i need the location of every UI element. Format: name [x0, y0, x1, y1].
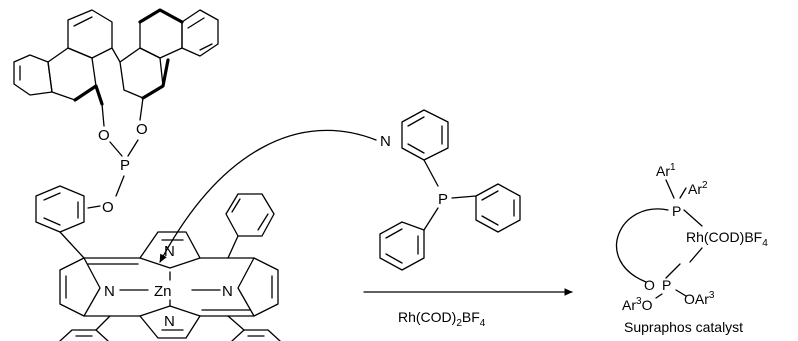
product-caption: Supraphos catalyst — [624, 319, 743, 335]
p-binol: P — [120, 157, 130, 174]
rh-complex-label: Rh(COD)BF4 — [686, 229, 768, 249]
p-phosphine: P — [438, 191, 448, 208]
oar3-label: OAr3 — [684, 290, 715, 307]
p-ligand: P — [672, 203, 681, 219]
o-phenoxy: O — [102, 199, 114, 216]
n-pyridine: N — [380, 133, 391, 150]
meso-phenyl-bottom-left — [59, 315, 111, 341]
meso-phenyl-bottom-right — [227, 315, 281, 341]
coordination-arrow — [159, 129, 377, 263]
zn-center: Zn — [154, 283, 172, 300]
n-top: N — [164, 243, 175, 260]
o-left: O — [98, 127, 110, 144]
ar2-label: Ar2 — [688, 180, 708, 197]
n-left: N — [104, 283, 115, 300]
reagent-label: Rh(COD)2BF4 — [398, 309, 486, 329]
p-phosphite: P — [662, 277, 671, 293]
porphyrin-core — [59, 231, 279, 339]
phenoxy-ring — [35, 185, 85, 259]
ar1-label: Ar1 — [656, 162, 676, 179]
phenyl-right — [475, 183, 521, 233]
o-right: O — [136, 121, 148, 138]
o-phosphite: O — [644, 277, 655, 293]
phenyl-bottom — [379, 221, 425, 271]
pyridyl-ring — [401, 109, 449, 161]
n-right: N — [222, 283, 233, 300]
meso-phenyl-top-right — [225, 193, 275, 259]
n-bottom: N — [164, 313, 175, 330]
supraphos-product: Ar1 Ar2 P Rh(COD)BF4 O P Ar3O OAr3 — [616, 162, 768, 313]
binaphthyl-unit — [13, 8, 219, 157]
ar3o-label: Ar3O — [622, 296, 653, 313]
